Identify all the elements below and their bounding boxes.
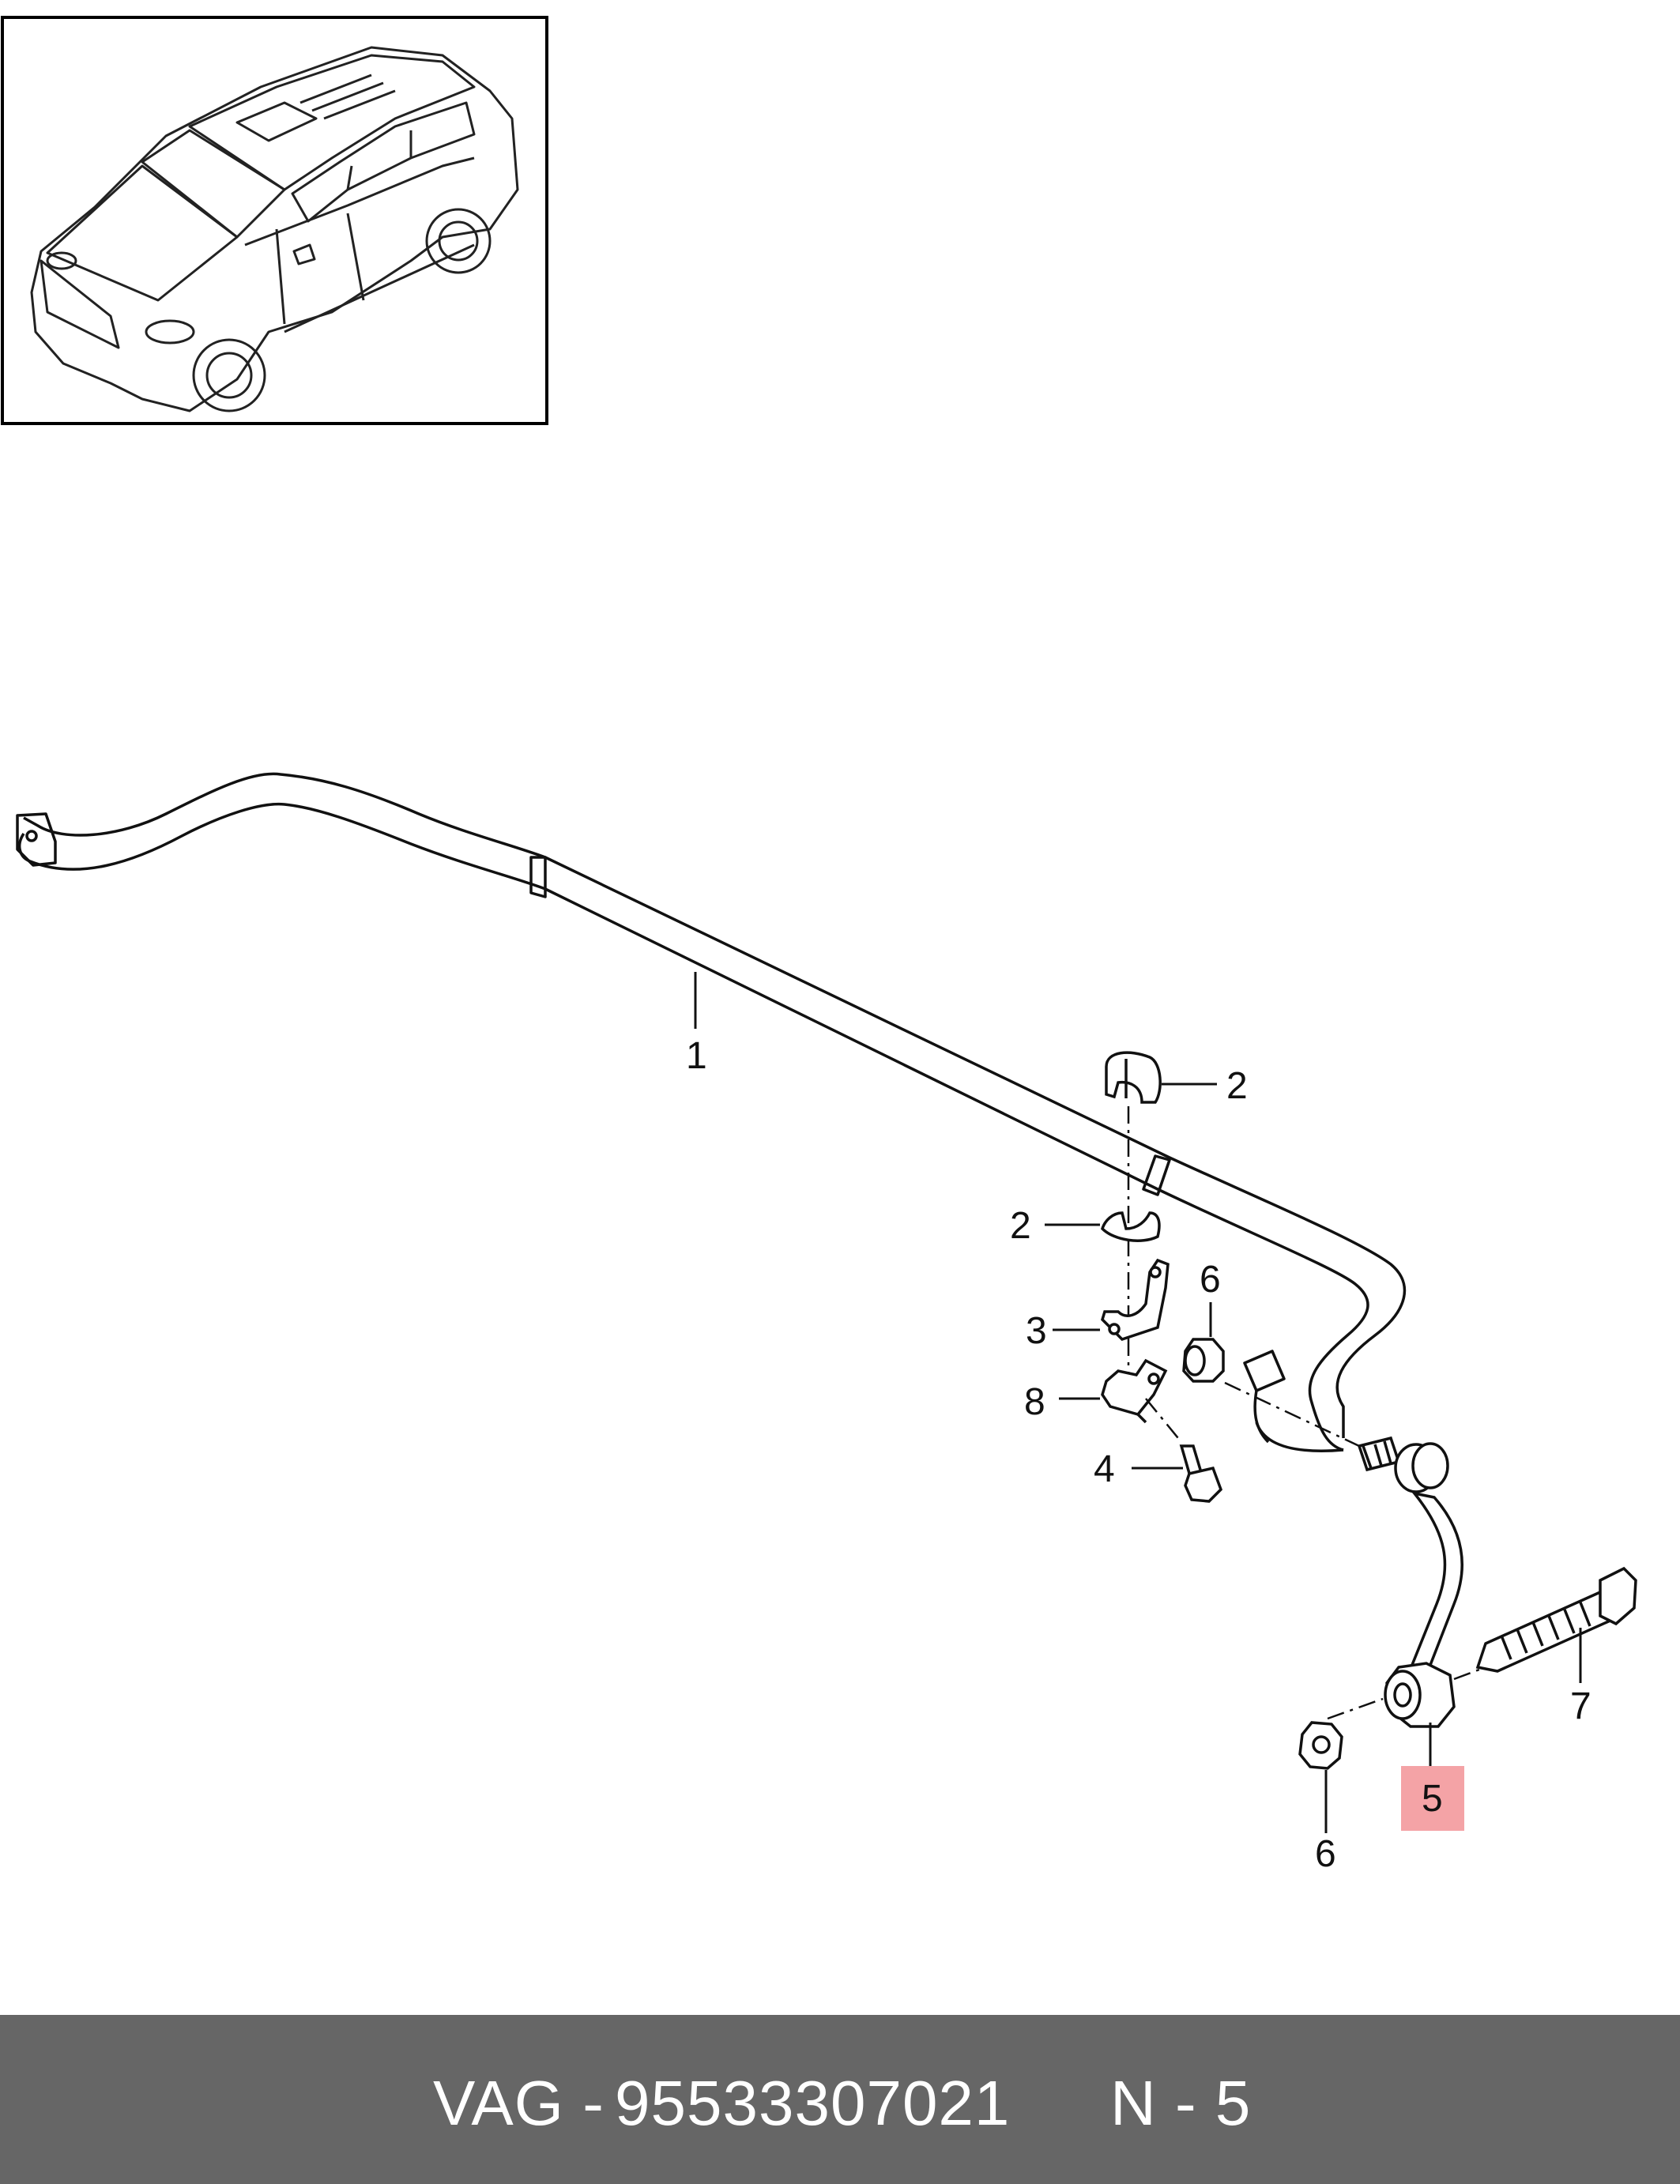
part-number: 95533307021 [615,2068,1011,2138]
bracket [1101,1358,1168,1424]
bushing-bottom [1101,1211,1161,1242]
callout-part-3: 3 [1026,1310,1047,1352]
exploded-parts-diagram: 1 2 2 3 4 5 6 6 7 8 [1,16,1637,1875]
callout-part-8: 8 [1024,1381,1045,1423]
callout-part-6-bottom: 6 [1315,1833,1336,1875]
part-info-footer: VAG - 95533307021 N - 5 [0,2015,1680,2184]
brand-label: VAG - [433,2068,605,2138]
callout-part-7: 7 [1570,1685,1591,1727]
callout-part-4: 4 [1094,1448,1115,1490]
callout-labels: 1 2 2 3 4 5 6 6 7 8 [686,1035,1591,1875]
callout-part-1: 1 [686,1035,707,1077]
bolt-small [1179,1444,1223,1503]
car-suv-icon [30,46,519,412]
bolt-long [1475,1566,1637,1673]
nut-bottom [1298,1721,1343,1770]
nut-top [1182,1338,1225,1383]
position-number: N - 5 [1110,2068,1252,2138]
callout-part-2-top: 2 [1226,1065,1248,1107]
bushing-top [1105,1051,1162,1104]
callout-part-2-bottom: 2 [1010,1205,1031,1247]
coupling-rod [1357,1436,1463,1728]
vehicle-thumbnail [1,16,548,425]
callout-part-5: 5 [1422,1778,1443,1820]
clamp [1101,1258,1170,1342]
highlight-box [1401,1766,1464,1831]
callout-part-6-top: 6 [1200,1259,1221,1301]
